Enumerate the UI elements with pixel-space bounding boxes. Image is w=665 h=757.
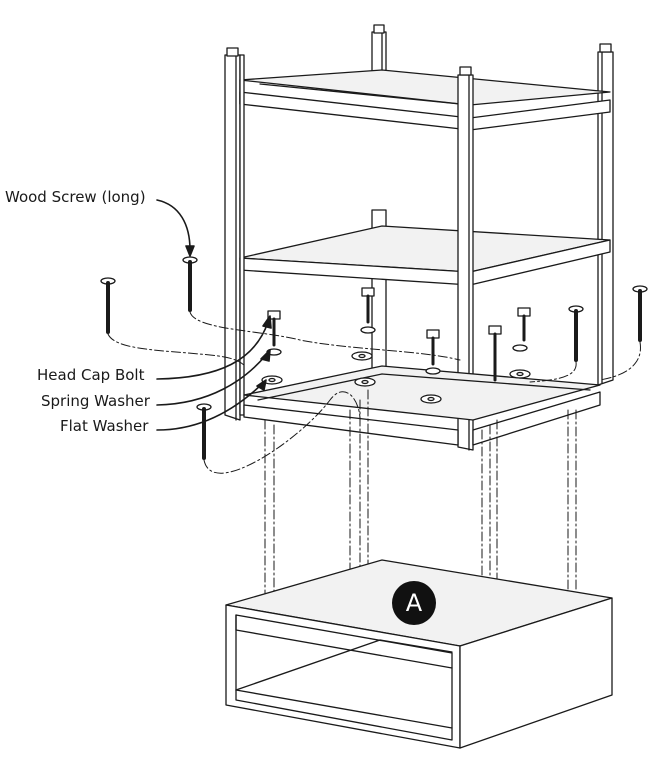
shelf-frame [224,24,614,451]
flat-washer-icon [261,351,531,404]
arrowhead-icon [260,349,271,362]
front-left-post-upper [239,54,245,416]
wood-screw-icon [568,305,584,362]
head-cap-bolt-icon [426,329,440,366]
wood-screw-label: Wood Screw (long) [5,188,146,206]
flat-washer-label: Flat Washer [60,417,149,435]
back-left-post [224,47,241,421]
head-cap-bolt-icon [361,287,375,324]
wood-screw-icon [196,403,212,460]
label-leaders [156,199,272,431]
spring-washer-label: Spring Washer [41,392,150,410]
arrowhead-icon [185,245,195,257]
bottom-frame [243,365,601,446]
arrowhead-icon [256,379,267,391]
top-shelf [239,69,611,131]
part-badge: A [392,581,436,625]
wood-screw-icon [100,277,116,334]
head-cap-bolt-icon [267,310,281,347]
base-cabinet [225,559,613,749]
back-right-post [597,43,614,386]
wood-screw-icon [632,285,648,342]
head-cap-bolt-icon [517,307,531,342]
head-cap-bolt-label: Head Cap Bolt [37,366,145,384]
wood-screw-icon [182,256,198,312]
middle-shelf [239,225,611,286]
head-cap-bolt-icon [488,325,502,382]
arrowhead-icon [262,315,272,329]
